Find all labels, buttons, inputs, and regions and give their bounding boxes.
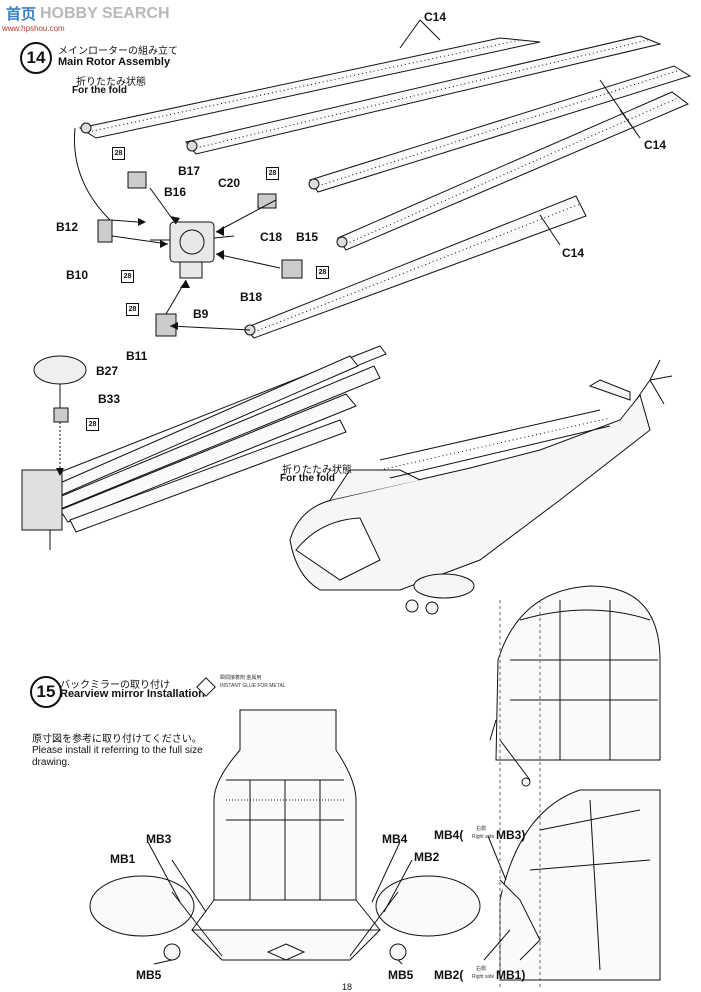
- install-note-jp: 原寸図を参考に取り付けてください。: [32, 734, 202, 745]
- part-c20: C20: [218, 176, 241, 190]
- part-mb1: MB1: [110, 852, 136, 866]
- glue-marker: 28: [126, 303, 139, 316]
- part-c14-right: C14: [644, 138, 667, 152]
- page-number: 18: [342, 982, 353, 992]
- watermark-logo: 首页: [6, 6, 37, 23]
- fold-label-2-en: For the fold: [280, 473, 335, 484]
- right-side-en-2: Right side: [472, 974, 495, 980]
- part-b9: B9: [193, 307, 209, 321]
- part-b33: B33: [98, 392, 121, 406]
- part-c14-mid: C14: [562, 246, 585, 260]
- fold-label-2-jp: 折りたたみ状態: [282, 465, 352, 476]
- side-label-mb3: MB3): [496, 828, 526, 842]
- rotor-hub: [150, 221, 235, 279]
- side-label-mb2: MB2(: [434, 968, 464, 982]
- part-c18: C18: [260, 230, 283, 244]
- glue-note-jp: 瞬間接着剤 金属用: [220, 675, 262, 681]
- part-b11: B11: [126, 349, 148, 363]
- install-note-en-2: drawing.: [32, 757, 70, 768]
- right-side-jp-2: 右側: [476, 966, 487, 972]
- step-14-title-en: Main Rotor Assembly: [58, 56, 171, 68]
- side-label-mb4: MB4(: [434, 828, 464, 842]
- part-b12: B12: [56, 220, 79, 234]
- fold-label-en: For the fold: [72, 85, 127, 96]
- part-c14-top: C14: [424, 10, 447, 24]
- watermark-brand: HOBBY SEARCH: [40, 5, 170, 22]
- glue-marker: 28: [112, 147, 125, 160]
- helicopter-fuselage: [289, 359, 673, 615]
- part-b27: B27: [96, 364, 119, 378]
- step-14-marker: 14: [20, 42, 52, 74]
- part-mb4: MB4: [382, 832, 408, 846]
- folded-rotor: [21, 345, 387, 550]
- right-side-en: Right side: [472, 834, 495, 840]
- watermark-url: www.hpshou.com: [2, 24, 65, 33]
- part-mb5-left: MB5: [136, 968, 162, 982]
- side-label-mb1: MB1): [496, 968, 526, 982]
- part-b15: B15: [296, 230, 319, 244]
- glue-marker: 28: [86, 418, 99, 431]
- fold-label-jp: 折りたたみ状態: [76, 77, 146, 88]
- top-view-nose: [489, 585, 661, 787]
- glue-marker: 28: [121, 270, 134, 283]
- step-15-title-jp: バックミラーの取り付け: [60, 680, 170, 691]
- part-b10: B10: [66, 268, 89, 282]
- step-15-title-en: Rearview mirror Installation: [60, 688, 205, 700]
- part-b16: B16: [164, 185, 187, 199]
- step-14-title-jp: メインローターの組み立て: [58, 46, 178, 57]
- glue-note-en: INSTANT GLUE FOR METAL: [220, 683, 286, 689]
- step-15-marker: 15: [30, 676, 62, 708]
- glue-marker: 28: [316, 266, 329, 279]
- side-view-nose: [499, 789, 661, 981]
- install-note-en-1: Please install it referring to the full …: [32, 745, 203, 756]
- rotor-blades-exploded: [78, 35, 692, 339]
- glue-marker: 28: [266, 167, 279, 180]
- part-mb3: MB3: [146, 832, 172, 846]
- front-view-helicopter: [89, 709, 481, 961]
- part-b17: B17: [178, 164, 201, 178]
- part-b18: B18: [240, 290, 263, 304]
- part-mb2: MB2: [414, 850, 440, 864]
- part-mb5-right: MB5: [388, 968, 414, 982]
- right-side-jp: 右側: [476, 826, 487, 832]
